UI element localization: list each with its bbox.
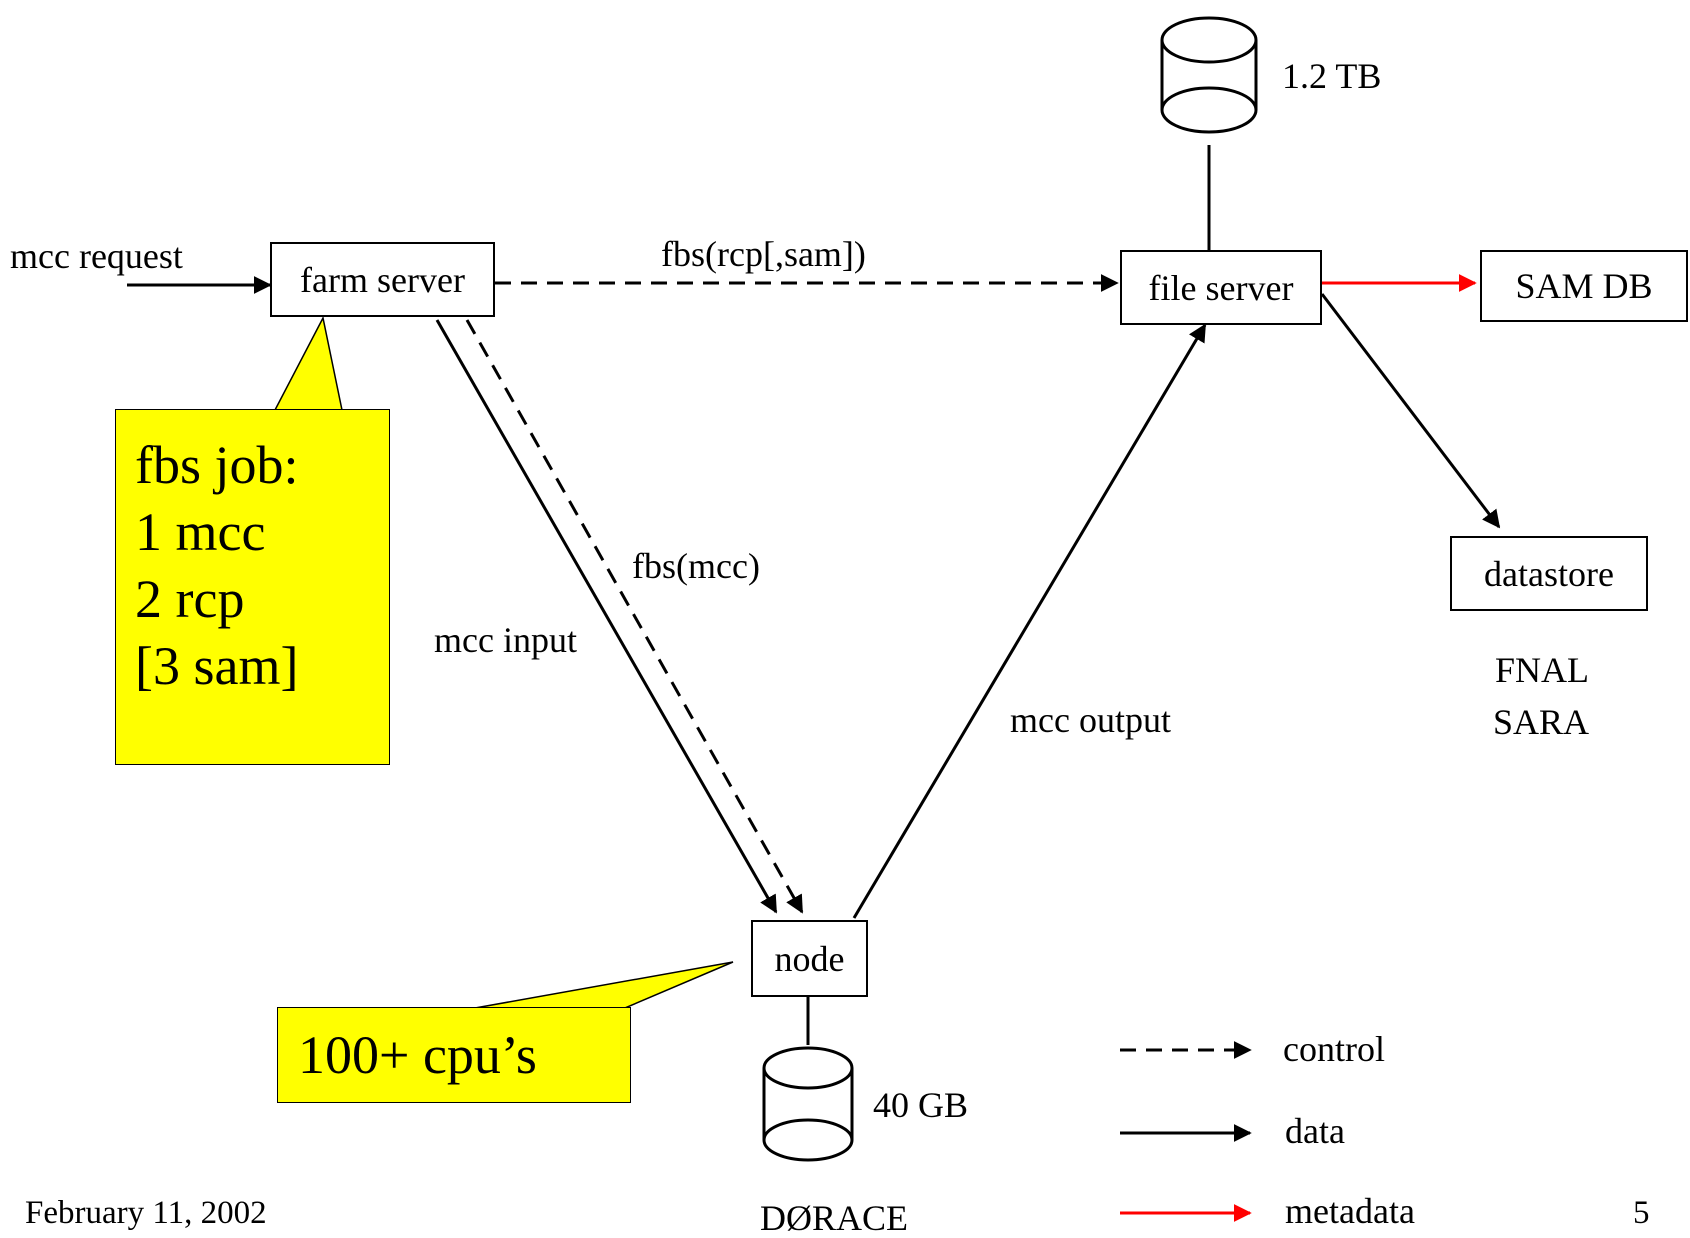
footer-date: February 11, 2002 [25, 1195, 267, 1231]
legend-data-label: data [1285, 1111, 1345, 1151]
file-server-box: file server [1120, 250, 1322, 325]
sara-label: SARA [1493, 702, 1590, 742]
fbs-job-line: 2 rcp [135, 569, 245, 629]
datastore-label: datastore [1484, 553, 1614, 594]
fbs-rcp-sam-label: fbs(rcp[,sam]) [661, 234, 866, 274]
mcc-input-arrow [435, 319, 778, 914]
cpus-callout-pointer [474, 961, 734, 1009]
fbs-job-callout-text: fbs job: 1 mcc 2 rcp [3 sam] [135, 432, 299, 700]
drace-label: DØRACE [760, 1198, 909, 1238]
cpus-callout [277, 1007, 631, 1103]
node-box: node [751, 920, 868, 997]
fbs-job-line: fbs job: [135, 435, 299, 495]
cpus-callout-text: 100+ cpu’s [298, 1025, 537, 1085]
sam-db-label: SAM DB [1515, 266, 1653, 306]
datastore-box: datastore [1450, 536, 1648, 611]
file-server-label: file server [1148, 267, 1294, 308]
file-server-disk-icon [1160, 16, 1258, 134]
farm-server-box: farm server [270, 242, 495, 317]
file-server-disk-label: 1.2 TB [1282, 56, 1382, 96]
file-server-to-datastore-arrow [1320, 293, 1501, 529]
mcc-input-label: mcc input [434, 620, 577, 660]
farm-server-label: farm server [300, 259, 465, 300]
fbs-job-line: [3 sam] [135, 636, 299, 696]
node-disk-icon [762, 1046, 854, 1162]
legend-control-label: control [1283, 1029, 1385, 1069]
legend-metadata-label: metadata [1285, 1191, 1415, 1231]
sam-db-box: SAM DB [1480, 250, 1688, 322]
mcc-request-label: mcc request [10, 236, 183, 276]
node-disk-label: 40 GB [873, 1085, 969, 1125]
fbs-mcc-label: fbs(mcc) [632, 546, 760, 586]
fnal-label: FNAL [1495, 650, 1590, 690]
page-number: 5 [1633, 1195, 1650, 1231]
fbs-job-line: 1 mcc [135, 502, 266, 562]
fbs-job-callout [115, 409, 390, 765]
fbs-job-callout-pointer [273, 315, 343, 411]
mcc-output-arrow [852, 323, 1207, 919]
fbs-mcc-arrow [465, 319, 804, 914]
mcc-output-label: mcc output [1010, 700, 1171, 740]
node-label: node [774, 938, 845, 979]
